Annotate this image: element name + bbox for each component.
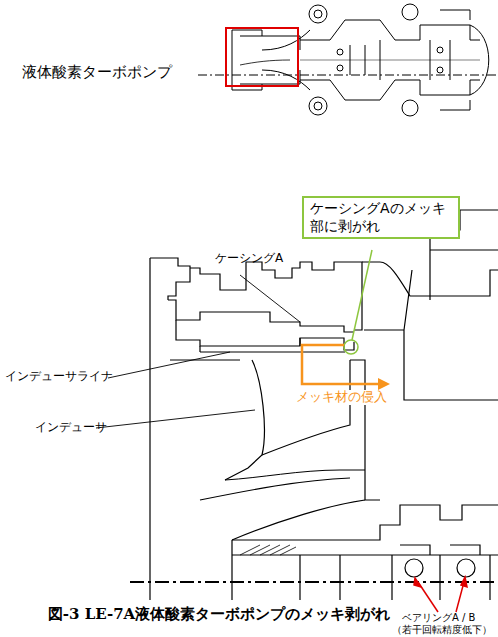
part-label: インデューサライナ (5, 370, 113, 384)
part-label: メッキ材の侵入 (294, 390, 389, 405)
callout-box: ケーシングAのメッキ部に剥がれ (302, 196, 460, 239)
part-label: ケーシングA (215, 252, 283, 266)
part-label: （若干回転精度低下） (392, 624, 492, 636)
callout-text: ケーシングAのメッキ部に剥がれ (310, 200, 452, 235)
part-label: インデューサ (35, 421, 107, 435)
part-label: 液体酸素ターボポンプ (22, 64, 172, 81)
figure-caption: 図-3 LE-7A液体酸素ターボポンプのメッキ剥がれ (48, 606, 390, 623)
part-label: ベアリングA / B (402, 612, 475, 624)
